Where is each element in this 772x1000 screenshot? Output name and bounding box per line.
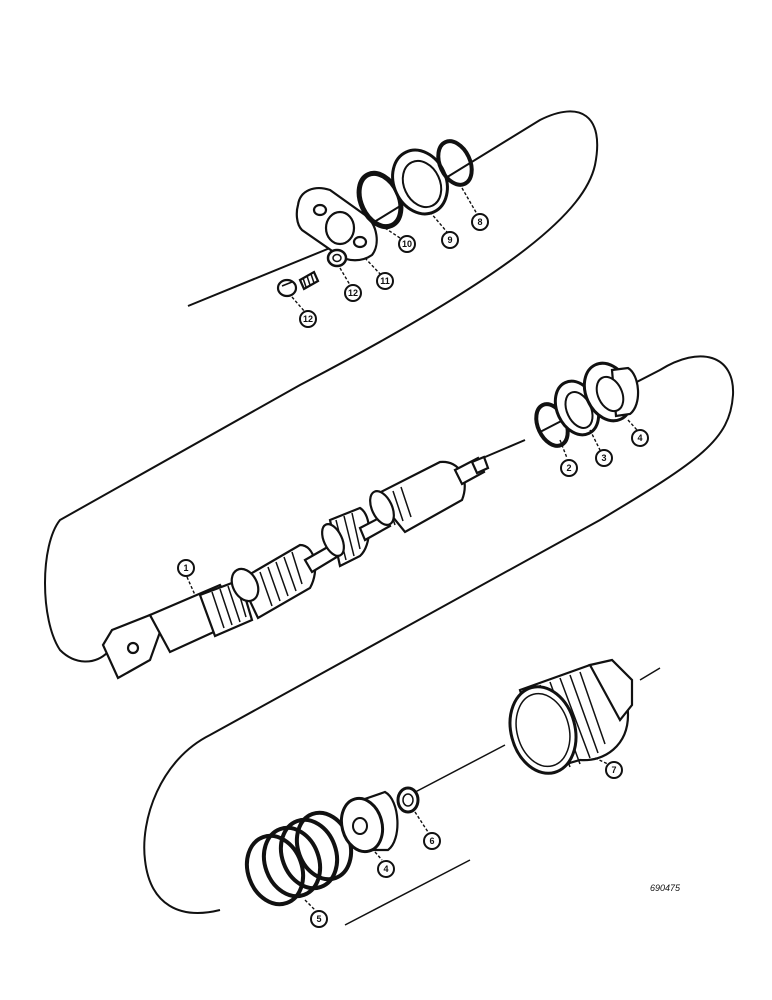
callout-9: 9 bbox=[441, 231, 459, 249]
lock-washer-12 bbox=[326, 248, 348, 268]
cap-7 bbox=[508, 658, 634, 775]
callout-4-top: 4 bbox=[631, 429, 649, 447]
svg-text:3: 3 bbox=[601, 453, 606, 463]
callout-7: 7 bbox=[605, 761, 623, 779]
washer-6 bbox=[396, 786, 420, 814]
svg-text:12: 12 bbox=[348, 288, 358, 298]
callout-1: 1 bbox=[177, 559, 195, 577]
spring-seat-4-bottom bbox=[339, 790, 399, 854]
svg-text:12: 12 bbox=[303, 314, 313, 324]
svg-text:5: 5 bbox=[316, 914, 321, 924]
callout-12-washer: 12 bbox=[344, 284, 362, 302]
flange-plate bbox=[295, 187, 378, 262]
spool-1 bbox=[101, 455, 490, 680]
callout-6: 6 bbox=[423, 832, 441, 850]
spring-seat-4-top bbox=[582, 361, 640, 423]
o-ring-8 bbox=[436, 139, 474, 187]
callout-8: 8 bbox=[471, 213, 489, 231]
lower-axis-line bbox=[344, 667, 661, 926]
svg-text:8: 8 bbox=[477, 217, 482, 227]
svg-text:2: 2 bbox=[566, 463, 571, 473]
svg-text:11: 11 bbox=[380, 276, 390, 286]
middle-assembly-line bbox=[143, 355, 735, 914]
svg-text:10: 10 bbox=[402, 239, 412, 249]
svg-text:9: 9 bbox=[447, 235, 452, 245]
top-assembly-line bbox=[44, 110, 599, 663]
svg-text:1: 1 bbox=[183, 563, 188, 573]
callout-2: 2 bbox=[560, 459, 578, 477]
svg-text:4: 4 bbox=[383, 864, 388, 874]
callout-10: 10 bbox=[398, 235, 416, 253]
figure-id: 690475 bbox=[650, 883, 681, 893]
svg-text:4: 4 bbox=[637, 433, 642, 443]
svg-text:7: 7 bbox=[611, 765, 616, 775]
callout-3: 3 bbox=[595, 449, 613, 467]
callout-5: 5 bbox=[310, 910, 328, 928]
svg-text:6: 6 bbox=[429, 836, 434, 846]
cap-screw-12 bbox=[276, 270, 320, 298]
callout-11: 11 bbox=[376, 272, 394, 290]
callout-12-screw: 12 bbox=[299, 310, 317, 328]
callout-4-bottom: 4 bbox=[377, 860, 395, 878]
